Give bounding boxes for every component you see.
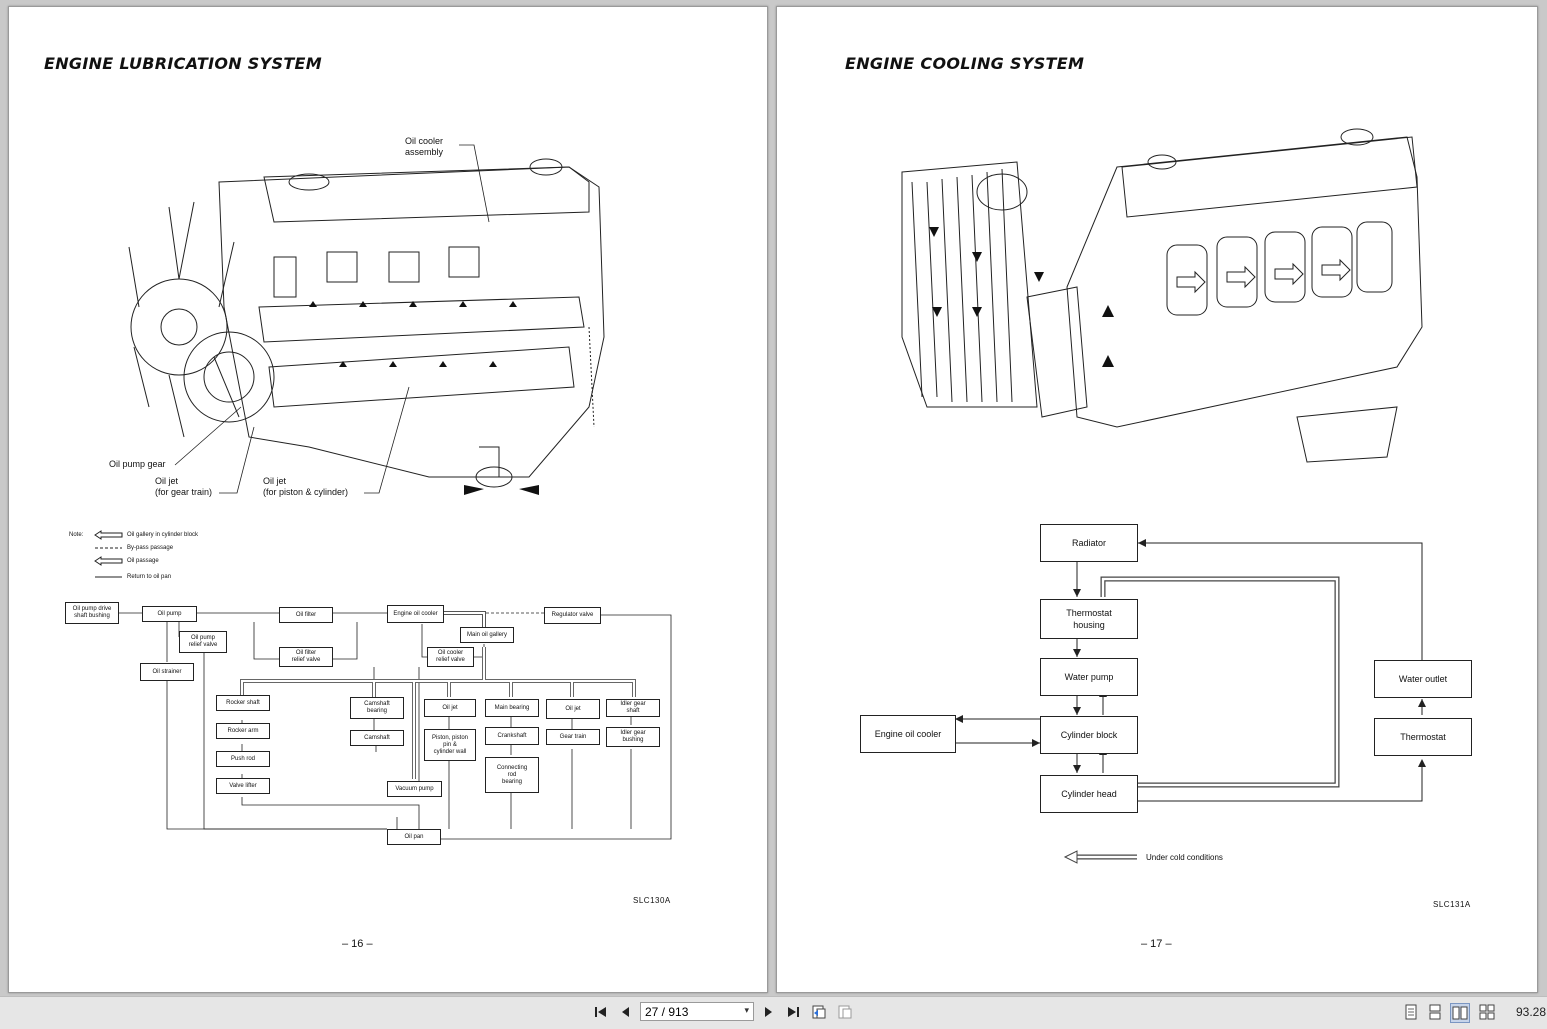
- previous-page-icon: [622, 1007, 629, 1017]
- callout-oil-jet-gear: Oil jet (for gear train): [155, 476, 213, 497]
- cool-thermostat-housing: Thermostat housing: [1040, 599, 1138, 639]
- flow-filter-relief: Oil filter relief valve: [279, 647, 333, 667]
- next-page-icon: [765, 1007, 772, 1017]
- last-page-icon: [788, 1007, 799, 1017]
- flow-rocker-shaft: Rocker shaft: [216, 695, 270, 711]
- flow-vacuum-pump: Vacuum pump: [387, 781, 442, 797]
- facing-pages-icon: [1452, 1006, 1468, 1020]
- flow-oil-strainer: Oil strainer: [140, 663, 194, 681]
- flow-idler-shaft: Idler gear shaft: [606, 699, 660, 717]
- note-item: By-pass passage: [127, 545, 174, 551]
- lubrication-flow-lines: [117, 611, 672, 840]
- go-back-icon: [812, 1005, 826, 1019]
- callout-oil-cooler: Oil cooler assembly: [405, 136, 444, 157]
- flow-gear-train: Gear train: [546, 729, 600, 745]
- cool-cylinder-head: Cylinder head: [1040, 775, 1138, 813]
- chevron-down-icon: ▾: [744, 1005, 749, 1015]
- note-legend-symbols: [94, 530, 123, 578]
- flow-relief-valve: Oil pump relief valve: [179, 631, 227, 653]
- flow-rocker-arm: Rocker arm: [216, 723, 270, 739]
- first-page-icon: [595, 1007, 606, 1017]
- facing-view-button[interactable]: [1450, 1003, 1470, 1023]
- cool-water-pump: Water pump: [1040, 658, 1138, 696]
- legend-cold-conditions: Under cold conditions: [1146, 853, 1223, 862]
- cool-water-outlet: Water outlet: [1374, 660, 1472, 698]
- flow-oil-jet-piston: Oil jet: [424, 699, 476, 717]
- flow-main-gallery: Main oil gallery: [460, 627, 514, 643]
- flow-valve-lifter: Valve lifter: [216, 778, 270, 794]
- previous-page-button[interactable]: [616, 1003, 634, 1021]
- cool-engine-oil-cooler: Engine oil cooler: [860, 715, 956, 753]
- next-page-button[interactable]: [760, 1003, 778, 1021]
- page-title: ENGINE LUBRICATION SYSTEM: [44, 54, 322, 73]
- flow-cooler-relief: Oil cooler relief valve: [427, 647, 474, 667]
- flow-conrod-bearing: Connecting rod bearing: [485, 757, 539, 793]
- go-back-button[interactable]: [810, 1003, 828, 1021]
- continuous-page-icon: [1429, 1004, 1441, 1020]
- cool-cylinder-block: Cylinder block: [1040, 716, 1138, 754]
- note-item: Oil passage: [127, 558, 159, 564]
- figure-code: SLC131A: [1433, 900, 1471, 909]
- figure-code: SLC130A: [633, 896, 671, 905]
- flow-main-bearing: Main bearing: [485, 699, 539, 717]
- zoom-level[interactable]: 93.28: [1516, 1005, 1547, 1019]
- continuous-facing-view-button[interactable]: [1478, 1003, 1496, 1021]
- flow-oil-filter: Oil filter: [279, 607, 333, 623]
- flow-camshaft-bearing: Camshaft bearing: [350, 697, 404, 719]
- flow-oil-pan: Oil pan: [387, 829, 441, 845]
- viewer-toolbar: 27 / 913 ▾ 93.28: [0, 996, 1547, 1029]
- note-item: Oil gallery in cylinder block: [127, 532, 199, 538]
- first-page-button[interactable]: [592, 1003, 610, 1021]
- page-select[interactable]: 27 / 913 ▾: [640, 1002, 754, 1021]
- page-16: ENGINE LUBRICATION SYSTEM: [8, 6, 768, 993]
- note-label: Note:: [69, 532, 84, 538]
- flow-piston-cylinder: Piston, piston pin & cylinder wall: [424, 729, 476, 761]
- cool-radiator: Radiator: [1040, 524, 1138, 562]
- flow-oil-jet-gear: Oil jet: [546, 699, 600, 719]
- single-page-view-button[interactable]: [1402, 1003, 1420, 1021]
- single-page-icon: [1405, 1004, 1417, 1020]
- cooling-flow-lines: [955, 539, 1426, 864]
- cool-thermostat: Thermostat: [1374, 718, 1472, 756]
- note-item: Return to oil pan: [127, 574, 172, 580]
- flow-camshaft: Camshaft: [350, 730, 404, 746]
- page-indicator: 27 / 913: [645, 1004, 689, 1019]
- callout-oil-pump-gear: Oil pump gear: [109, 459, 166, 469]
- flow-idler-bushing: Idler gear bushing: [606, 727, 660, 747]
- flow-push-rod: Push rod: [216, 751, 270, 767]
- page-title: ENGINE COOLING SYSTEM: [845, 54, 1085, 73]
- go-forward-button[interactable]: [836, 1003, 854, 1021]
- page-number: – 17 –: [1141, 938, 1172, 950]
- page-number: – 16 –: [342, 938, 373, 950]
- flow-crankshaft: Crankshaft: [485, 727, 539, 745]
- go-forward-icon: [838, 1005, 852, 1019]
- engine-cooling-illustration: [901, 128, 1423, 463]
- flow-drive-bushing: Oil pump drive shaft bushing: [65, 602, 119, 624]
- engine-lubrication-illustration: [128, 144, 605, 495]
- continuous-facing-icon: [1479, 1004, 1495, 1020]
- flow-regulator-valve: Regulator valve: [544, 607, 601, 624]
- callout-oil-jet-piston: Oil jet (for piston & cylinder): [263, 476, 349, 497]
- flow-engine-oil-cooler: Engine oil cooler: [387, 605, 444, 623]
- last-page-button[interactable]: [784, 1003, 802, 1021]
- page-17: ENGINE COOLING SYSTEM: [776, 6, 1538, 993]
- continuous-view-button[interactable]: [1426, 1003, 1444, 1021]
- flow-oil-pump: Oil pump: [142, 606, 197, 622]
